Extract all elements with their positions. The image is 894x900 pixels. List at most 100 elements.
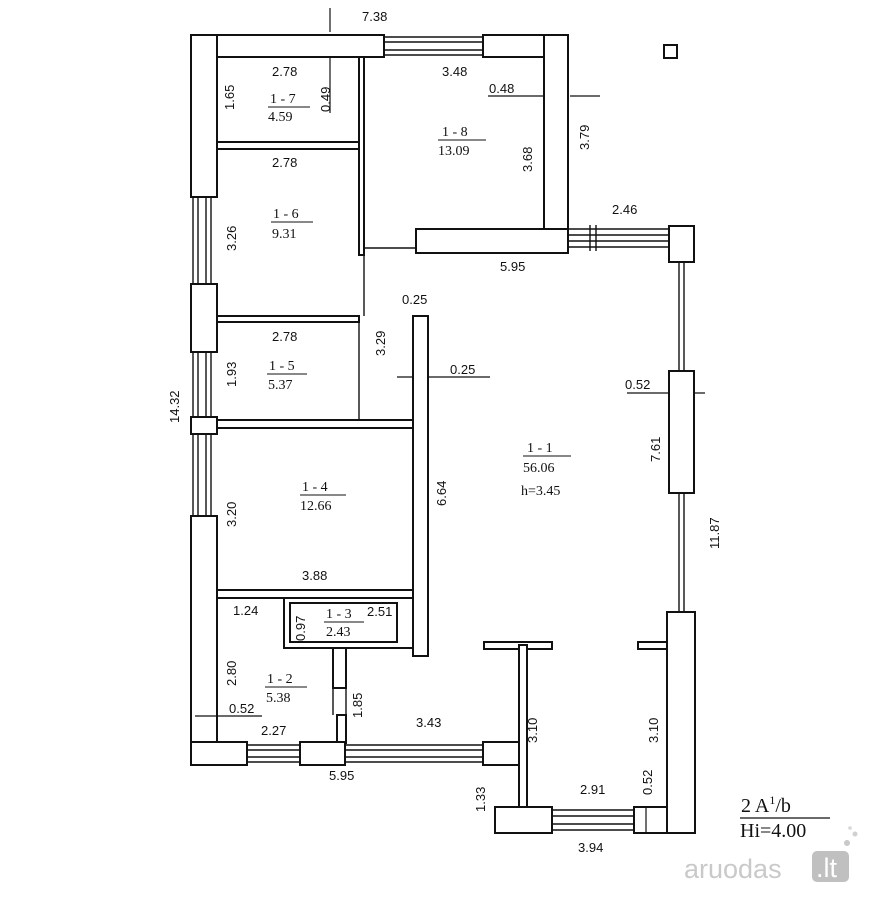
dim-r2-height: 2.80 xyxy=(224,661,239,686)
wall-top-left xyxy=(190,34,385,58)
wall-left-2 xyxy=(190,283,218,353)
room-1-2: 1 - 2 5.38 xyxy=(265,672,307,706)
dim-right-top: 2.46 xyxy=(612,202,637,217)
dim-right-window: 7.61 xyxy=(648,437,663,462)
dim-ent-wall: 0.52 xyxy=(640,770,655,795)
dim-right-total: 11.87 xyxy=(707,517,722,549)
wall-r8-right xyxy=(543,34,569,254)
watermark-suffix: .lt xyxy=(816,853,838,883)
room-area: 2.43 xyxy=(326,625,351,640)
dim-r5-wall: 3.29 xyxy=(373,331,388,356)
room-area: 12.66 xyxy=(300,499,332,514)
dim-r7-inner: 0.49 xyxy=(318,87,333,112)
dim-r7-height: 1.65 xyxy=(222,85,237,110)
wall-7-6 xyxy=(216,141,360,150)
room-1-8: 1 - 8 13.09 xyxy=(438,125,486,159)
walls xyxy=(190,34,696,834)
room-1-6: 1 - 6 9.31 xyxy=(271,207,313,242)
window-bottom-1 xyxy=(247,744,300,763)
room-id: 1 - 1 xyxy=(527,441,553,456)
window-top xyxy=(384,36,483,56)
watermark-dot-icon xyxy=(852,831,858,837)
wall-5-4 xyxy=(216,419,414,429)
watermark-text: aruodas xyxy=(684,854,782,884)
wall-r8-bottom xyxy=(415,228,569,254)
wall-bottom-mid xyxy=(482,741,520,766)
classification-line1: 2 A1/b xyxy=(741,793,791,817)
wall-hall xyxy=(412,315,429,657)
dim-r3-width: 2.51 xyxy=(367,604,392,619)
dim-bottom-mid: 3.43 xyxy=(416,715,441,730)
dim-r2-door: 1.85 xyxy=(350,693,365,718)
square-symbol xyxy=(663,44,678,59)
room-id: 1 - 5 xyxy=(269,359,295,374)
dim-ent-inner: 2.91 xyxy=(580,782,605,797)
classification: 2 A1/b Hi=4.00 xyxy=(740,793,830,842)
wall-2-right xyxy=(332,647,347,689)
dim-r2-bottom: 2.27 xyxy=(261,723,286,738)
dim-r8-outer: 3.79 xyxy=(577,125,592,150)
room-1-5: 1 - 5 5.37 xyxy=(267,359,307,393)
window-left-3 xyxy=(192,434,212,516)
dim-ent-total: 3.94 xyxy=(578,840,603,855)
wall-left-1 xyxy=(190,34,218,198)
dim-right-inner: 0.52 xyxy=(625,377,650,392)
room-id: 1 - 3 xyxy=(326,607,352,622)
room-area: 9.31 xyxy=(272,227,297,242)
dim-r3-height: 0.97 xyxy=(293,616,308,641)
room-id: 1 - 6 xyxy=(273,207,299,222)
window-right-2 xyxy=(678,493,685,612)
wall-6-5 xyxy=(216,315,360,323)
dim-left-total: 14.32 xyxy=(167,390,182,423)
wall-bottom-door xyxy=(299,741,346,766)
watermark-dot-icon xyxy=(848,826,852,830)
door-r2 xyxy=(332,688,347,715)
entrance-wall-right xyxy=(666,611,696,834)
dimensions: 7.38 2.78 1.65 0.49 3.48 0.48 3.68 3.79 … xyxy=(167,9,722,855)
wall-left-3 xyxy=(190,416,218,435)
room-area: 4.59 xyxy=(268,110,293,125)
dim-r6-height: 3.26 xyxy=(224,226,239,251)
room-area: 13.09 xyxy=(438,144,470,159)
window-r8-tick xyxy=(589,225,597,251)
room-1-4: 1 - 4 12.66 xyxy=(300,480,346,514)
window-r8 xyxy=(568,228,669,248)
room-1-3: 1 - 3 2.43 xyxy=(324,607,364,640)
dim-r2-left: 0.52 xyxy=(229,701,254,716)
dim-r4-width: 3.88 xyxy=(302,568,327,583)
watermark: aruodas .lt xyxy=(684,826,858,884)
dim-wall-top: 0.25 xyxy=(402,292,427,307)
entrance-post-right xyxy=(637,641,668,650)
wall-left-4 xyxy=(190,515,218,766)
dim-r4-wall: 6.64 xyxy=(434,481,449,506)
room-1-7: 1 - 7 4.59 xyxy=(268,92,310,125)
dim-top-total: 7.38 xyxy=(362,9,387,24)
entrance-floor-left xyxy=(494,806,553,834)
window-bottom-2 xyxy=(345,744,483,763)
dim-r4-height: 3.20 xyxy=(224,502,239,527)
dim-r5-width: 2.78 xyxy=(272,329,297,344)
wall-bottom-left xyxy=(190,741,248,766)
classification-line2: Hi=4.00 xyxy=(740,820,806,842)
room-id: 1 - 7 xyxy=(270,92,296,107)
dimension-lines xyxy=(195,8,705,833)
wall-2-step xyxy=(336,714,347,744)
dim-r6-width: 2.78 xyxy=(272,155,297,170)
dim-ledge-left: 1.33 xyxy=(473,787,488,812)
window-entrance xyxy=(552,809,634,831)
wall-7-8 xyxy=(358,56,365,256)
door-r5 xyxy=(358,255,365,420)
watermark-dot-icon xyxy=(844,840,850,846)
room-id: 1 - 8 xyxy=(442,125,468,140)
window-right-1 xyxy=(678,262,685,371)
room-area: 56.06 xyxy=(523,461,555,476)
dim-bottom-total: 5.95 xyxy=(329,768,354,783)
dim-wall-mid: 0.25 xyxy=(450,362,475,377)
wall-right-corner xyxy=(668,225,695,263)
room-id: 1 - 2 xyxy=(267,672,293,687)
room-labels: 1 - 7 4.59 1 - 8 13.09 1 - 6 9.31 1 - 5 … xyxy=(265,92,571,706)
dim-r8-width: 3.48 xyxy=(442,64,467,79)
window-left-2 xyxy=(192,352,212,417)
room-height: h=3.45 xyxy=(521,484,560,499)
